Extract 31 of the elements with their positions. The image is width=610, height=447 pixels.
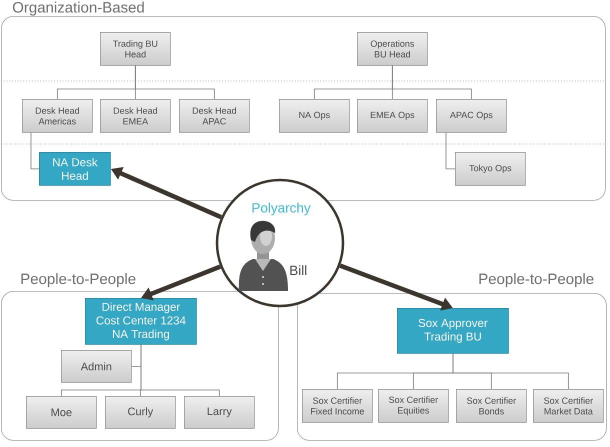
role-box: APAC Ops <box>436 99 507 133</box>
role-box: Sox Certifier Bonds <box>456 389 527 423</box>
role-box: EMEA Ops <box>357 99 428 133</box>
panel-heading: People-to-People <box>21 273 136 288</box>
person-name: Bill <box>290 265 306 275</box>
role-box: Desk Head Americas <box>22 99 93 133</box>
connector-line <box>134 65 215 100</box>
role-box: Desk Head EMEA <box>100 99 171 133</box>
role-box: Moe <box>26 396 97 429</box>
role-box: Tokyo Ops <box>455 152 526 186</box>
connector-line <box>30 132 40 170</box>
connector-line <box>452 353 569 390</box>
role-box: Larry <box>184 396 255 429</box>
role-box: Sox Certifier Equities <box>378 389 449 423</box>
connector-line <box>140 344 220 396</box>
role-box: NA Ops <box>279 99 350 133</box>
role-box: Sox Certifier Fixed Income <box>302 389 373 423</box>
connector-line <box>446 132 456 170</box>
role-box: Admin <box>61 350 132 383</box>
highlighted-role-box: Direct Manager Cost Center 1234 NA Trading <box>85 298 197 345</box>
highlighted-role-box: Sox Approver Trading BU <box>397 308 509 354</box>
role-box: Curly <box>105 396 176 429</box>
panel-heading: People-to-People <box>479 273 594 288</box>
role-box: Desk Head APAC <box>179 99 250 133</box>
panel-heading: Organization-Based <box>12 2 144 16</box>
role-box: Operations BU Head <box>357 32 428 66</box>
circle-title: Polyarchy <box>252 202 311 216</box>
role-box: Sox Certifier Market Data <box>533 389 604 423</box>
connector-line <box>392 65 472 100</box>
highlighted-role-box: NA Desk Head <box>39 152 111 186</box>
role-box: Trading BU Head <box>100 32 171 66</box>
